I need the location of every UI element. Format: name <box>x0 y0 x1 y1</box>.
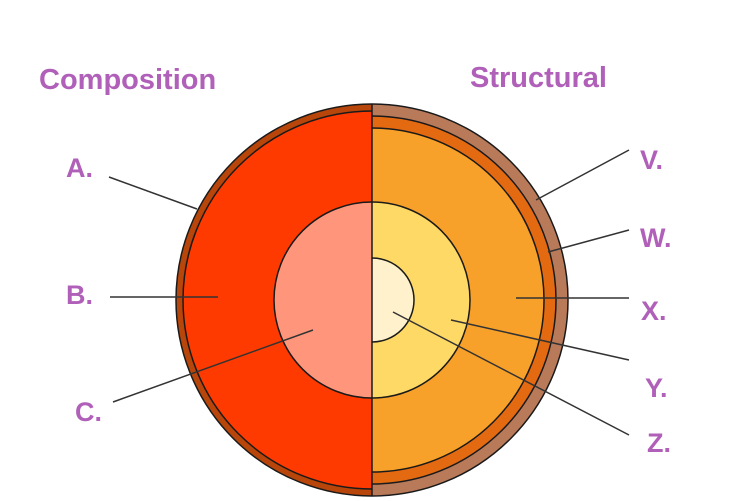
label-y: Y. <box>645 373 668 403</box>
core-layer <box>273 201 372 399</box>
composition-half <box>175 103 372 497</box>
composition-heading: Composition <box>39 64 217 96</box>
structural-heading: Structural <box>470 62 607 94</box>
leader-line-v <box>535 149 630 201</box>
structural-half <box>372 103 569 497</box>
leader-line-a <box>108 176 198 210</box>
label-v: V. <box>640 145 664 175</box>
label-z: Z. <box>647 428 671 458</box>
inner-core-layer <box>372 257 415 343</box>
outer-core-layer <box>372 201 471 399</box>
label-x: X. <box>641 296 667 326</box>
leader-line-z <box>392 311 630 436</box>
label-a: A. <box>66 153 93 183</box>
label-b: B. <box>66 280 93 310</box>
label-c: C. <box>75 397 102 427</box>
leader-line-c <box>112 329 314 403</box>
leader-line-y <box>450 319 630 361</box>
label-w: W. <box>640 223 672 253</box>
leader-line-w <box>547 229 630 253</box>
